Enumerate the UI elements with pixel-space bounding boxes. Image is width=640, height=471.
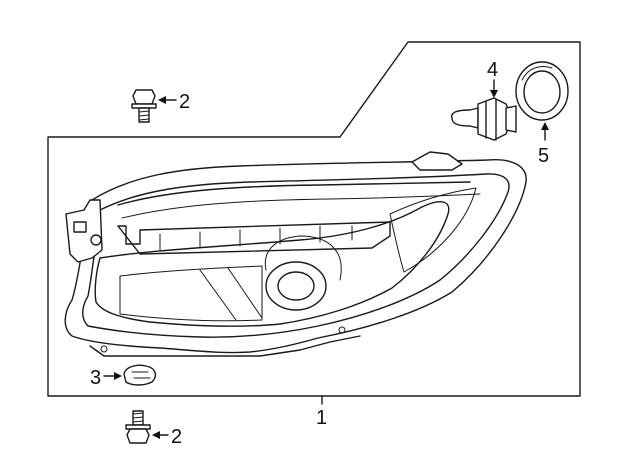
upper-bolt-arrowhead [158, 96, 166, 104]
projector-lens-inner [277, 271, 315, 301]
bulb-callout: 4 [487, 59, 498, 81]
drl-strip-lower-edge [121, 193, 481, 219]
assembly-callout: 1 [316, 407, 327, 429]
bottom-flange [89, 335, 361, 357]
clip-callout: 3 [90, 367, 101, 389]
drl-strip [117, 181, 471, 206]
cap-seal-callout: 5 [538, 145, 549, 167]
lower-bolt[interactable] [125, 410, 151, 444]
assembly-boundary-frame [47, 41, 581, 397]
cap-seal-arrowhead [541, 122, 549, 130]
bulb-connector [505, 105, 517, 133]
cap-seal-lip [521, 66, 553, 81]
upper-bolt[interactable] [131, 89, 157, 123]
left-tab-slot [73, 221, 87, 233]
clip-body [123, 364, 157, 386]
cap-seal[interactable] [515, 61, 569, 121]
top-right-connector [411, 151, 463, 171]
lower-bolt-callout: 2 [171, 426, 182, 448]
bulb-flange [485, 99, 497, 141]
clip-arrowhead [114, 372, 122, 380]
reflector-divider [199, 267, 263, 321]
bottom-flange-hole-2 [338, 326, 346, 334]
upper-right-reflector [389, 187, 477, 273]
upper-bolt-head [132, 89, 156, 105]
headlamp-assembly[interactable] [64, 151, 527, 357]
cap-seal-inner [523, 70, 561, 114]
projector-lens-outer [265, 261, 327, 311]
headlamp-housing-outline [64, 159, 527, 354]
lower-reflector [119, 265, 263, 322]
lower-bolt-arrowhead [152, 431, 160, 439]
bulb-glass [451, 107, 479, 129]
upper-bolt-thread [138, 110, 150, 121]
top-bracket-detail [117, 221, 391, 255]
inner-ribs [159, 225, 353, 251]
inner-bezel [94, 201, 450, 327]
clip[interactable] [123, 364, 157, 386]
headlamp-lens-contour [82, 173, 510, 338]
bulb-arrowhead [490, 90, 498, 98]
clip-detail [131, 371, 151, 379]
lower-bolt-head [126, 428, 150, 444]
bulb[interactable] [451, 97, 517, 141]
left-mounting-tab [65, 199, 103, 263]
lower-bolt-thread [132, 412, 144, 423]
left-tab-hole [90, 234, 102, 246]
bottom-flange-hole [100, 345, 108, 353]
upper-bolt-callout: 2 [179, 91, 190, 113]
projector-shroud [264, 235, 342, 281]
